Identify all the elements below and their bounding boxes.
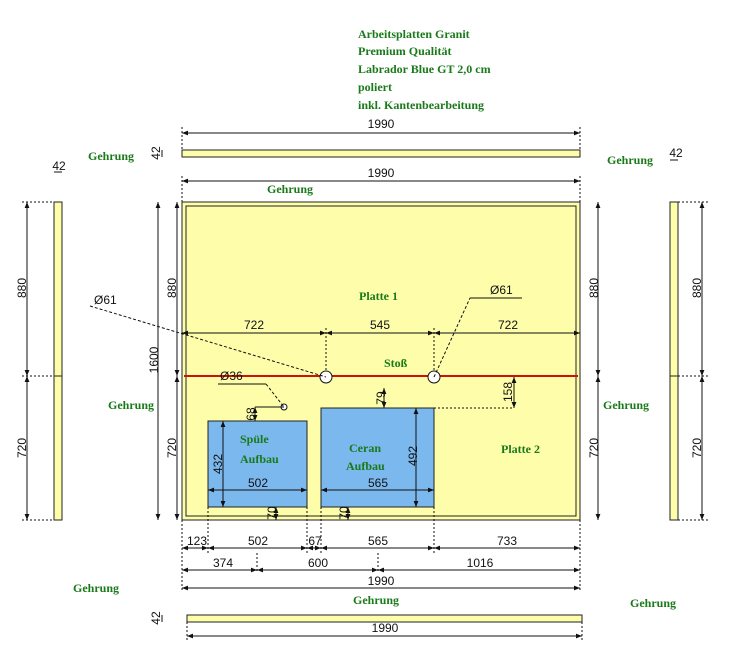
dim-70-cooktop: 70 — [337, 506, 351, 520]
gehrung-label-8: Gehrung — [630, 596, 676, 610]
dim-722-left: 722 — [244, 318, 264, 332]
dim-lower-right: 720 — [587, 438, 601, 458]
spec-line-4: poliert — [358, 80, 392, 94]
bottom-edge-strip — [186, 614, 583, 623]
gehrung-label-6: Gehrung — [73, 581, 119, 595]
top-edge-strip — [181, 149, 581, 158]
small-hole-label: Ø36 — [220, 369, 243, 383]
dim-79: 79 — [374, 391, 388, 405]
platte-1-label: Platte 1 — [359, 289, 398, 303]
platte-2-label: Platte 2 — [501, 442, 540, 456]
seam-label: Stoß — [384, 356, 408, 370]
main-slab-inner — [185, 205, 577, 517]
spec-line-3: Labrador Blue GT 2,0 cm — [358, 62, 491, 76]
dim-b-600: 600 — [308, 556, 328, 570]
gehrung-label-4: Gehrung — [108, 398, 154, 412]
dim-545: 545 — [370, 318, 390, 332]
dim-left-panel-depth: 42 — [52, 159, 66, 173]
dim-total-height: 1600 — [147, 346, 161, 373]
dim-right-lower: 720 — [690, 438, 704, 458]
right-side-panel — [669, 201, 679, 521]
gehrung-label-1: Gehrung — [88, 149, 134, 163]
dim-b-565: 565 — [368, 534, 388, 548]
dim-top-strip-width: 1990 — [368, 117, 395, 131]
spec-line-1: Arbeitsplatten Granit — [358, 27, 470, 41]
sink-label-2: Aufbau — [240, 452, 279, 466]
gehrung-label-7: Gehrung — [353, 593, 399, 607]
dim-cooktop-width: 565 — [368, 476, 388, 490]
dim-upper-left: 880 — [165, 278, 179, 298]
dim-lower-left: 720 — [165, 438, 179, 458]
dim-right-upper: 880 — [690, 278, 704, 298]
dim-bottom-strip-depth: 42 — [149, 611, 163, 625]
dim-b-733: 733 — [497, 534, 517, 548]
dim-70-sink: 70 — [265, 506, 279, 520]
hole-left-label: Ø61 — [94, 293, 117, 307]
dim-722-right: 722 — [498, 318, 518, 332]
dim-left-upper: 880 — [15, 278, 29, 298]
cooktop-label-1: Ceran — [349, 441, 381, 455]
gehrung-label-3: Gehrung — [267, 182, 313, 196]
spec-line-5: inkl. Kantenbearbeitung — [358, 98, 484, 112]
dim-sink-width: 502 — [248, 476, 268, 490]
sink-label-1: Spüle — [240, 432, 269, 446]
dim-bottom-total: 1990 — [368, 574, 395, 588]
cooktop-label-2: Aufbau — [346, 459, 385, 473]
dim-b-374: 374 — [213, 556, 233, 570]
spec-block: Arbeitsplatten Granit Premium Qualität L… — [358, 27, 491, 112]
dim-sink-height: 432 — [211, 454, 225, 474]
dim-b-502: 502 — [248, 534, 268, 548]
dim-right-panel-depth: 42 — [669, 146, 683, 160]
dim-upper-right: 880 — [587, 278, 601, 298]
dim-68: 68 — [244, 407, 258, 421]
dim-bottom-strip-width: 1990 — [372, 621, 399, 635]
gehrung-label-2: Gehrung — [607, 153, 653, 167]
dim-cooktop-height: 492 — [406, 446, 420, 466]
dim-main-width: 1990 — [368, 166, 395, 180]
dim-b-123: 123 — [187, 534, 207, 548]
left-side-panel — [53, 201, 63, 521]
hole-right-label: Ø61 — [490, 283, 513, 297]
dim-top-strip-depth: 42 — [149, 146, 163, 160]
dim-b-1016: 1016 — [467, 556, 494, 570]
dim-left-lower: 720 — [15, 438, 29, 458]
dim-158: 158 — [501, 382, 515, 402]
dim-b-67: 67 — [308, 534, 322, 548]
gehrung-label-5: Gehrung — [603, 398, 649, 412]
spec-line-2: Premium Qualität — [358, 44, 451, 58]
